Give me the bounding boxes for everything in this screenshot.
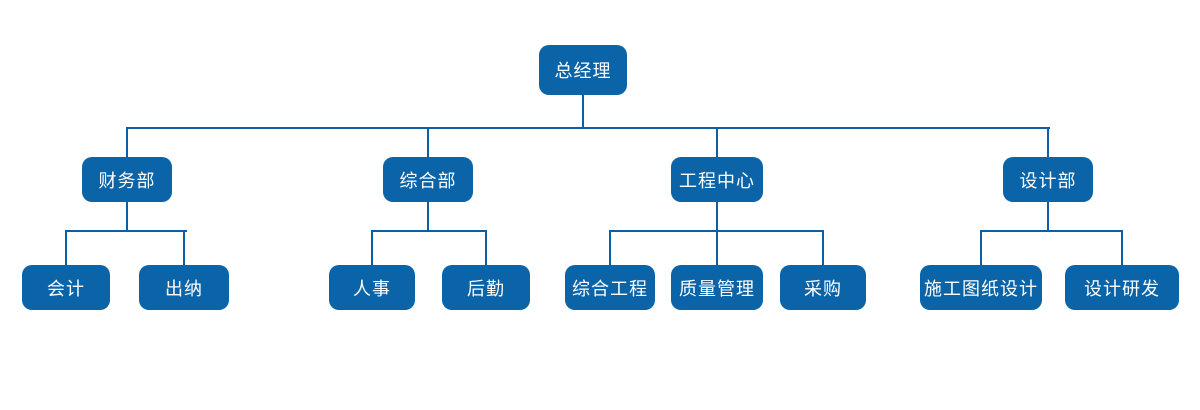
connector-drop-design-rd [1121, 230, 1123, 266]
node-hr: 人事 [329, 265, 415, 310]
node-general-manager: 总经理 [539, 45, 627, 95]
connector-drop-accounting [65, 230, 67, 266]
connector-drop-cashier [183, 230, 185, 266]
connector-general-affairs-bus [371, 230, 487, 232]
connector-drop-engineering [716, 127, 718, 158]
node-general-engineering: 综合工程 [565, 265, 655, 310]
node-construction-drawing-design: 施工图纸设计 [920, 265, 1042, 310]
node-general-affairs-dept: 综合部 [383, 157, 473, 202]
node-logistics: 后勤 [442, 265, 530, 310]
connector-drop-construction-drawing [980, 230, 982, 266]
connector-drop-logistics [485, 230, 487, 266]
connector-design-stem [1047, 202, 1049, 232]
node-design-dept: 设计部 [1003, 157, 1093, 202]
connector-drop-hr [371, 230, 373, 266]
node-quality-management: 质量管理 [671, 265, 763, 310]
connector-finance-stem [126, 202, 128, 232]
node-procurement: 采购 [780, 265, 866, 310]
connector-drop-procurement [822, 230, 824, 266]
connector-design-bus [980, 230, 1123, 232]
connector-drop-general-affairs [427, 127, 429, 158]
connector-level1-bus [126, 127, 1050, 129]
connector-root-stem [582, 95, 584, 129]
node-cashier: 出纳 [139, 265, 229, 310]
node-engineering-center: 工程中心 [671, 157, 763, 202]
node-finance-dept: 财务部 [82, 157, 172, 202]
connector-drop-design [1047, 127, 1049, 158]
connector-general-affairs-stem [427, 202, 429, 232]
connector-drop-quality-management [716, 230, 718, 266]
connector-finance-bus [65, 230, 187, 232]
node-accounting: 会计 [22, 265, 110, 310]
connector-drop-finance [126, 127, 128, 158]
connector-drop-general-engineering [609, 230, 611, 266]
node-design-rd: 设计研发 [1065, 265, 1179, 310]
connector-engineering-stem [716, 202, 718, 232]
